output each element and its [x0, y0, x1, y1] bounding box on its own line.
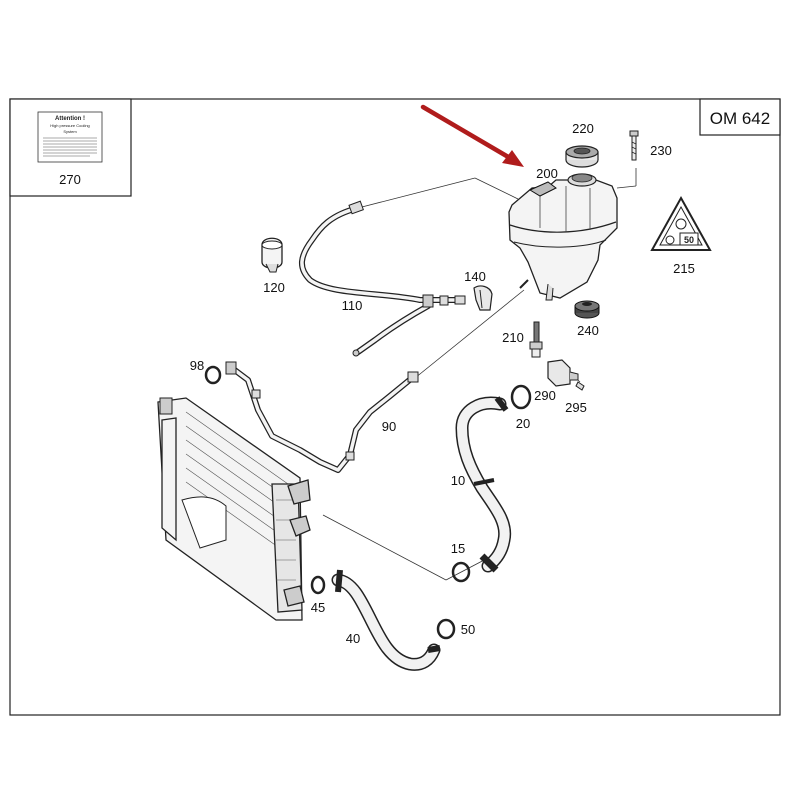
- model-label: OM 642: [710, 109, 770, 128]
- callout-40: 40: [346, 631, 360, 646]
- clamp-120: [261, 237, 283, 273]
- o-ring-50: [436, 618, 456, 640]
- callout-110: 110: [342, 298, 363, 313]
- radiator: [157, 397, 311, 621]
- sensor-210: [529, 321, 543, 358]
- warning-symbol-215: 50: [650, 195, 712, 251]
- warning-label-box: Attention ! High pressure Cooling System…: [9, 98, 132, 197]
- callout-50: 50: [461, 622, 475, 637]
- warning-fine-print: [43, 137, 97, 157]
- highlight-arrow: [420, 104, 524, 167]
- model-label-box: OM 642: [699, 98, 781, 136]
- warning-symbol-value: 50: [684, 235, 694, 245]
- warning-subtitle: High pressure Cooling: [50, 123, 90, 128]
- callout-240: 240: [577, 323, 599, 338]
- warning-system: System: [63, 129, 77, 134]
- callout-10: 10: [451, 473, 465, 488]
- callout-15: 15: [451, 541, 465, 556]
- o-ring-45: [310, 575, 326, 595]
- tank-cap: [565, 145, 599, 168]
- warning-title: Attention !: [55, 116, 85, 122]
- hose-40: [331, 569, 441, 671]
- callout-230: 230: [650, 143, 672, 158]
- callout-140: 140: [464, 269, 486, 284]
- hose-110: [299, 200, 466, 357]
- callout-120: 120: [263, 280, 285, 295]
- callout-98: 98: [190, 358, 204, 373]
- callout-295: 295: [565, 400, 587, 415]
- o-ring-98: [204, 365, 222, 385]
- callout-220: 220: [572, 121, 594, 136]
- bleed-valve-290: [547, 359, 585, 391]
- hose-10: [455, 396, 512, 573]
- callout-20: 20: [516, 416, 530, 431]
- callout-90: 90: [382, 419, 396, 434]
- callout-45: 45: [311, 600, 325, 615]
- screw-230: [629, 130, 639, 161]
- pipe-90: [225, 361, 419, 473]
- o-ring-15: [451, 561, 471, 583]
- diagram-frame: [9, 98, 781, 716]
- expansion-tank: [508, 173, 618, 301]
- callout-210: 210: [502, 330, 524, 345]
- callout-200: 200: [536, 166, 558, 181]
- rubber-mount-240: [574, 300, 600, 319]
- callout-215: 215: [673, 261, 695, 276]
- callout-290: 290: [534, 388, 556, 403]
- o-ring-20: [510, 384, 532, 410]
- callout-270: 270: [59, 172, 81, 187]
- clip-140: [473, 285, 493, 311]
